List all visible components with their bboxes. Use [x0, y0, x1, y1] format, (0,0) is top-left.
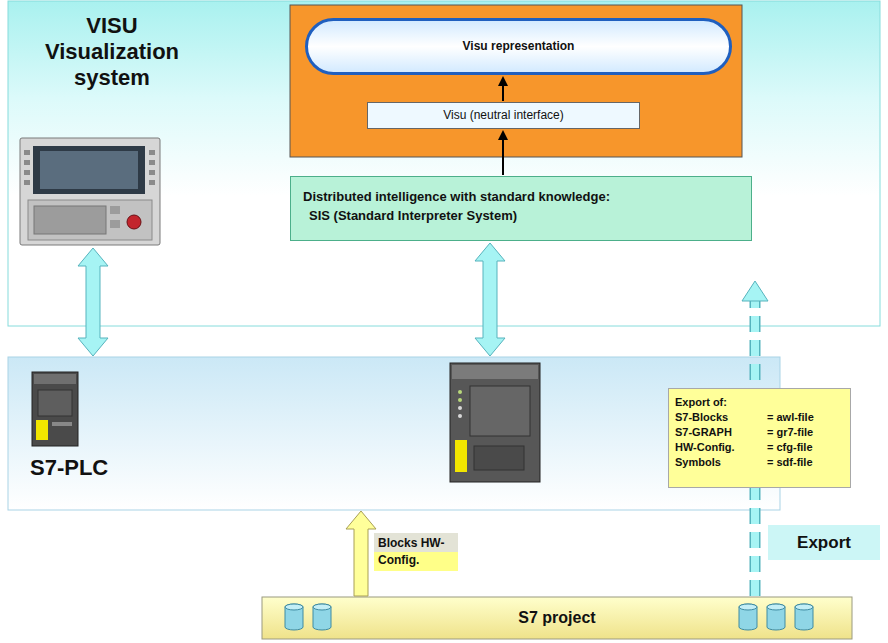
database-symbol	[767, 604, 785, 630]
operator-panel	[34, 206, 106, 234]
plc-module	[34, 374, 76, 384]
cpu-module	[450, 363, 540, 482]
interface-box: Visu (neutral interface)	[367, 102, 640, 129]
representation-box: Visu representation	[305, 18, 732, 75]
operator-panel	[149, 160, 155, 165]
list-value: = gr7-file	[767, 425, 844, 440]
visu-region-ground	[8, 1, 880, 326]
flow-arrow	[498, 76, 508, 101]
project-bar-ground	[262, 597, 852, 639]
list-item: Symbols	[675, 455, 767, 470]
database-symbol	[795, 604, 813, 610]
project-bar-ground	[262, 597, 852, 639]
operator-panel	[149, 180, 155, 185]
database-symbol	[795, 604, 813, 630]
box-heading: Distributed intelligence with standard k…	[303, 187, 739, 206]
cpu-module	[458, 406, 462, 410]
project-bar: S7 project	[262, 597, 852, 639]
arrowhead	[742, 281, 768, 301]
database-symbol	[795, 604, 813, 630]
list-value: = sdf-file	[767, 455, 844, 470]
export-list-box: Export of:S7-Blocks= awl-fileS7-GRAPH= g…	[668, 388, 851, 488]
list-item: S7-GRAPH	[675, 425, 767, 440]
plc-module	[52, 422, 72, 426]
cpu-module	[470, 386, 530, 436]
list-value: = cfg-file	[767, 440, 844, 455]
data-link-arrow	[475, 243, 505, 356]
database-symbol	[739, 604, 757, 610]
data-link-arrow	[78, 248, 108, 356]
operator-panel	[24, 150, 30, 155]
database-symbol	[313, 604, 331, 630]
region-heading: VISU Visualization system	[32, 13, 192, 91]
cpu-module	[455, 440, 467, 472]
database-symbol	[767, 604, 785, 610]
box-label: Visu representation	[463, 39, 575, 54]
database-symbol	[285, 604, 303, 630]
cpu-module	[458, 398, 462, 402]
data-link-arrow	[78, 248, 108, 356]
connector-label: Export	[768, 525, 880, 560]
visu-region-ground	[8, 1, 880, 326]
operator-panel	[149, 170, 155, 175]
data-link-arrow	[475, 243, 505, 356]
database-symbol	[313, 604, 331, 610]
visu-frame	[290, 5, 742, 157]
list-value: = awl-file	[767, 410, 844, 425]
database-symbol	[313, 604, 331, 630]
operator-panel	[20, 138, 160, 245]
cpu-module	[458, 390, 462, 394]
plc-band: S7-PLC	[8, 357, 780, 510]
cpu-module	[474, 446, 524, 470]
operator-panel	[24, 160, 30, 165]
operator-panel	[110, 220, 120, 228]
database-symbol	[767, 604, 785, 630]
plc-band-ground	[8, 357, 780, 510]
cpu-module	[458, 414, 462, 418]
operator-panel	[40, 151, 138, 189]
flow-arrow	[502, 139, 504, 175]
database-symbol	[739, 604, 757, 630]
band-heading: S7-PLC	[30, 455, 108, 481]
connector-label: Blocks HW-Config.	[374, 533, 458, 571]
operator-panel	[24, 180, 30, 185]
download-arrow	[346, 511, 376, 596]
plc-module	[36, 420, 48, 440]
plc-module	[32, 372, 78, 446]
cpu-module	[452, 365, 538, 379]
operator-panel	[110, 206, 120, 214]
system-region: VISU Visualization system Visu representa…	[8, 1, 880, 326]
plc-module	[38, 390, 72, 416]
list-heading: Export of:	[675, 395, 844, 410]
operator-panel	[127, 215, 141, 229]
flow-arrow	[498, 130, 508, 175]
plc-band-ground	[8, 357, 780, 510]
list-item: S7-Blocks	[675, 410, 767, 425]
plc-module	[32, 372, 78, 446]
database-symbol	[285, 604, 303, 610]
flow-arrow	[502, 85, 504, 101]
interpreter-box: Distributed intelligence with standard k…	[290, 176, 752, 241]
arrowhead	[498, 130, 508, 140]
bar-label: S7 project	[518, 608, 595, 628]
operator-panel	[24, 170, 30, 175]
operator-panel	[33, 146, 145, 194]
database-symbol	[285, 604, 813, 630]
arrowhead	[498, 76, 508, 86]
download-arrow	[346, 511, 376, 596]
database-symbol	[739, 604, 757, 630]
operator-panel	[28, 200, 152, 240]
visu-frame	[290, 5, 742, 157]
box-label: SIS (Standard Interpreter System)	[303, 206, 739, 225]
operator-panel	[149, 150, 155, 155]
operator-panel	[20, 138, 160, 245]
database-symbol	[285, 604, 303, 630]
list-item: HW-Config.	[675, 440, 767, 455]
cpu-module	[450, 363, 540, 482]
box-label: Visu (neutral interface)	[443, 108, 564, 123]
